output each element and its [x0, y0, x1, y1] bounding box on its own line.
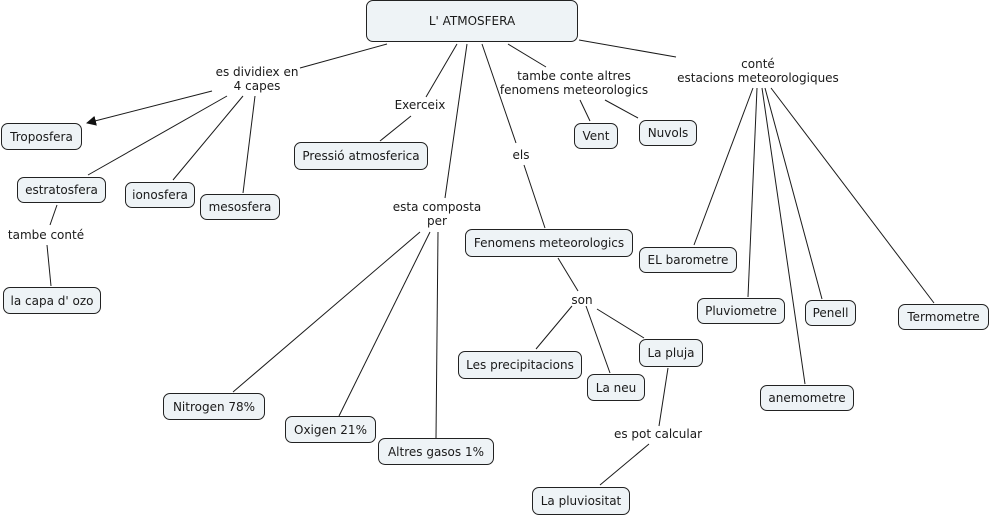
- link-estacomposta-altresgasos: [435, 231, 439, 439]
- concept-mesosfera[interactable]: mesosfera: [200, 194, 280, 220]
- linkphrase-line: tambe conte altres: [517, 69, 631, 83]
- concept-label: Vent: [582, 129, 610, 143]
- concept-label: L' ATMOSFERA: [428, 14, 516, 28]
- link-estratosfera-tambeconte: [49, 204, 58, 226]
- linkphrase-line: es dividiex en: [215, 65, 299, 79]
- link-esdividiex-ionosfera: [172, 95, 244, 181]
- linkphrase-line: son: [571, 293, 593, 307]
- link-esdividiex-mesosfera: [242, 95, 256, 194]
- concept-estratosfera[interactable]: estratosfera: [17, 177, 106, 203]
- concept-label: EL barometre: [647, 253, 729, 267]
- linkphrase-line: conté: [741, 57, 775, 71]
- concept-pressio-atmosferica[interactable]: Pressió atmosferica: [294, 142, 428, 170]
- link-estacomposta-oxigen: [338, 231, 431, 417]
- linkphrase-esta-composta: esta composta per: [387, 200, 487, 228]
- link-exerceix-pressio: [379, 115, 412, 142]
- concept-barometre[interactable]: EL barometre: [639, 247, 737, 273]
- concept-capa-ozo[interactable]: la capa d' ozo: [3, 287, 101, 314]
- concept-termometre[interactable]: Termometre: [898, 304, 989, 330]
- link-fenomens-son: [557, 257, 579, 292]
- concept-neu[interactable]: La neu: [587, 374, 645, 401]
- concept-label: Nitrogen 78%: [172, 399, 256, 414]
- linkphrase-conte-estacions: conté estacions meteorologiques: [673, 57, 843, 85]
- concept-label: Nuvols: [647, 126, 689, 140]
- concept-oxigen[interactable]: Oxigen 21%: [285, 416, 376, 443]
- linkphrase-tambe-conte: tambe conté: [2, 228, 90, 242]
- concept-label: La pluja: [647, 346, 695, 360]
- link-atmosfera-estacomposta: [444, 43, 468, 199]
- concept-label: anemometre: [768, 391, 846, 405]
- concept-label: Penell: [812, 306, 849, 320]
- concept-altres-gasos[interactable]: Altres gasos 1%: [378, 438, 494, 465]
- link-atmosfera-exerceix: [425, 43, 458, 98]
- link-son-neu: [585, 305, 611, 374]
- link-els-fenomens: [523, 164, 546, 229]
- linkphrase-line: esta composta: [392, 200, 482, 214]
- linkphrase-son: son: [565, 293, 599, 307]
- linkphrase-exerceix: Exerceix: [389, 98, 451, 112]
- link-esdividiex-troposfera: [86, 90, 213, 126]
- concept-label: La neu: [595, 380, 637, 395]
- link-tambeconte-capaozo: [46, 244, 52, 287]
- link-son-pluja: [596, 308, 645, 339]
- linkphrase-line: per: [427, 214, 447, 228]
- concept-label: mesosfera: [208, 200, 272, 214]
- link-atmosfera-tambeconte: [507, 43, 547, 68]
- concept-label: Altres gasos 1%: [387, 444, 485, 459]
- linkphrase-line: fenomens meteorologics: [499, 83, 649, 97]
- concept-label: Termometre: [907, 310, 980, 324]
- link-estacomposta-nitrogen: [232, 231, 421, 393]
- concept-anemometre[interactable]: anemometre: [760, 385, 854, 411]
- concept-ionosfera[interactable]: ionosfera: [125, 182, 195, 208]
- concept-troposfera[interactable]: Troposfera: [1, 123, 82, 150]
- link-conte-penell: [764, 87, 823, 300]
- linkphrase-line: 4 capes: [233, 79, 281, 93]
- concept-label: Troposfera: [10, 129, 73, 144]
- link-atmosfera-els: [481, 43, 517, 144]
- concept-label: Fenomens meteorologics: [473, 236, 625, 250]
- link-tambeconte-vent: [579, 99, 591, 122]
- link-conte-termometre: [770, 87, 935, 304]
- concept-penell[interactable]: Penell: [805, 300, 856, 326]
- concept-precipitacions[interactable]: Les precipitacions: [458, 351, 582, 379]
- link-son-precipitacions: [535, 305, 573, 350]
- link-esdividiex-estratosfera: [87, 95, 228, 176]
- concept-nuvols[interactable]: Nuvols: [639, 120, 697, 146]
- linkphrase-es-pot-calcular: es pot calcular: [608, 427, 708, 441]
- concept-pluviometre[interactable]: Pluviometre: [697, 298, 785, 324]
- concept-label: Pressió atmosferica: [302, 149, 420, 163]
- linkphrase-els: els: [505, 148, 537, 162]
- concept-label: la capa d' ozo: [10, 293, 94, 308]
- concept-label: Pluviometre: [705, 304, 777, 318]
- concept-label: ionosfera: [132, 188, 188, 202]
- link-conte-anemometre: [761, 87, 806, 385]
- linkphrase-line: estacions meteorologiques: [677, 71, 839, 85]
- linkphrase-line: Exerceix: [394, 98, 446, 112]
- link-espotcalcular-pluviositat: [599, 443, 650, 486]
- concept-label: estratosfera: [25, 183, 98, 197]
- linkphrase-line: tambe conté: [7, 228, 85, 242]
- link-conte-barometre: [693, 87, 754, 246]
- link-pluja-espotcalcular: [658, 367, 669, 427]
- concept-atmosfera[interactable]: L' ATMOSFERA: [366, 0, 578, 42]
- concept-nitrogen[interactable]: Nitrogen 78%: [163, 393, 265, 420]
- concept-fenomens[interactable]: Fenomens meteorologics: [465, 229, 633, 257]
- concept-label: Les precipitacions: [466, 358, 574, 372]
- linkphrase-line: es pot calcular: [613, 427, 703, 441]
- concept-label: La pluviositat: [540, 494, 622, 508]
- concept-pluviositat[interactable]: La pluviositat: [532, 487, 630, 515]
- link-tambeconte-nuvols: [604, 99, 639, 119]
- concept-pluja[interactable]: La pluja: [639, 339, 703, 367]
- concept-label: Oxigen 21%: [294, 422, 367, 437]
- link-atmosfera-esdividiex: [299, 43, 388, 69]
- linkphrase-es-dividiex: es dividiex en 4 capes: [205, 65, 309, 93]
- link-conte-pluviometre: [747, 87, 758, 298]
- concept-vent[interactable]: Vent: [574, 123, 618, 149]
- link-atmosfera-conte: [578, 39, 677, 58]
- linkphrase-tambe-conte-altres: tambe conte altres fenomens meteorologic…: [494, 69, 654, 97]
- linkphrase-line: els: [512, 148, 530, 162]
